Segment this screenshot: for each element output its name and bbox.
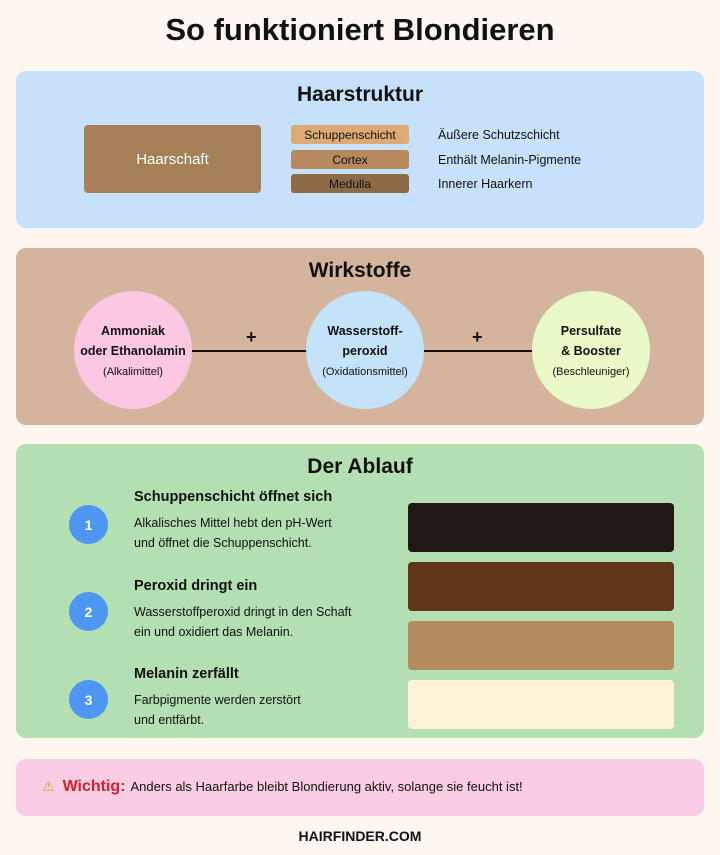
layer-desc-medulla: Innerer Haarkern [438,177,533,191]
layer-desc-cortex: Enthält Melanin-Pigmente [438,153,582,167]
hair-structure-title: Haarstruktur [296,83,424,106]
color-swatch-light-brown [408,621,674,670]
agent-name-line2: & Booster [561,343,621,358]
step-text-line1: Farbpigmente werden zerstört [134,693,301,707]
note-panel: ⚠ Wichtig: Anders als Haarfarbe bleibt B… [16,759,704,816]
layer-desc-cuticle: Äußere Schutzschicht [438,128,560,142]
step-number-badge: 2 [69,592,108,631]
agent-name-line1: Persulfate [560,324,622,339]
color-swatch-blonde [408,680,674,729]
connector-line-2 [424,350,539,352]
note-line: ⚠ Wichtig: Anders als Haarfarbe bleibt B… [42,778,523,796]
step-text-line1: Wasserstoffperoxid dringt in den Schaft [134,605,352,619]
agent-circle-persulfate: Persulfate & Booster (Beschleuniger) [532,291,650,409]
agent-name-line1: Ammoniak [101,324,165,339]
agent-circle-peroxide: Wasserstoff- peroxid (Oxidationsmittel) [306,291,424,409]
warning-icon: ⚠ [42,778,55,794]
step-text: Farbpigmente werden zerstört und entfärb… [134,690,301,730]
agent-subtitle: (Beschleuniger) [552,365,630,378]
step-title: Peroxid dringt ein [134,578,258,594]
step-text-line2: und entfärbt. [134,713,205,727]
step-title: Melanin zerfällt [134,666,239,682]
step-text-line1: Alkalisches Mittel hebt den pH-Wert [134,516,332,530]
agent-subtitle: (Alkalimittel) [103,365,163,378]
agent-subtitle: (Oxidationsmittel) [322,365,408,378]
agent-name-line1: Wasserstoff- [327,324,403,339]
layer-pill-cuticle: Schuppenschicht [291,125,409,144]
agents-title: Wirkstoffe [308,259,412,282]
hair-shaft-label: Haarschaft [136,150,209,168]
step-number-badge: 3 [69,680,108,719]
layer-pill-cortex: Cortex [291,150,409,169]
step-title: Schuppenschicht öffnet sich [134,489,333,505]
step-text: Alkalisches Mittel hebt den pH-Wert und … [134,513,332,553]
agent-name-line2: peroxid [342,343,388,358]
plus-sign-2: + [472,327,483,347]
footer-brand: HAIRFINDER.COM [298,828,422,844]
hair-shaft-box: Haarschaft [84,125,261,193]
page-title: So funktioniert Blondieren [165,12,555,47]
step-text-line2: ein und oxidiert das Melanin. [134,625,294,639]
color-swatch-dark [408,503,674,552]
agents-panel: Wirkstoffe + + Ammoniak oder Ethanolamin… [16,248,704,425]
plus-sign-1: + [246,327,257,347]
note-label: Wichtig: [62,778,126,795]
step-text-line2: und öffnet die Schuppenschicht. [134,536,312,550]
connector-line-1 [192,350,307,352]
hair-structure-panel: Haarstruktur Haarschaft Schuppenschicht … [16,71,704,228]
step-number-badge: 1 [69,505,108,544]
note-text: Anders als Haarfarbe bleibt Blondierung … [130,779,523,794]
color-swatch-brown [408,562,674,611]
process-panel: Der Ablauf 1 Schuppenschicht öffnet sich… [16,444,704,738]
process-title: Der Ablauf [307,455,413,478]
agent-name-line2: oder Ethanolamin [80,343,186,358]
agent-circle-alkali: Ammoniak oder Ethanolamin (Alkalimittel) [74,291,192,409]
layer-pill-medulla: Medulla [291,174,409,193]
step-text: Wasserstoffperoxid dringt in den Schaft … [134,602,351,642]
